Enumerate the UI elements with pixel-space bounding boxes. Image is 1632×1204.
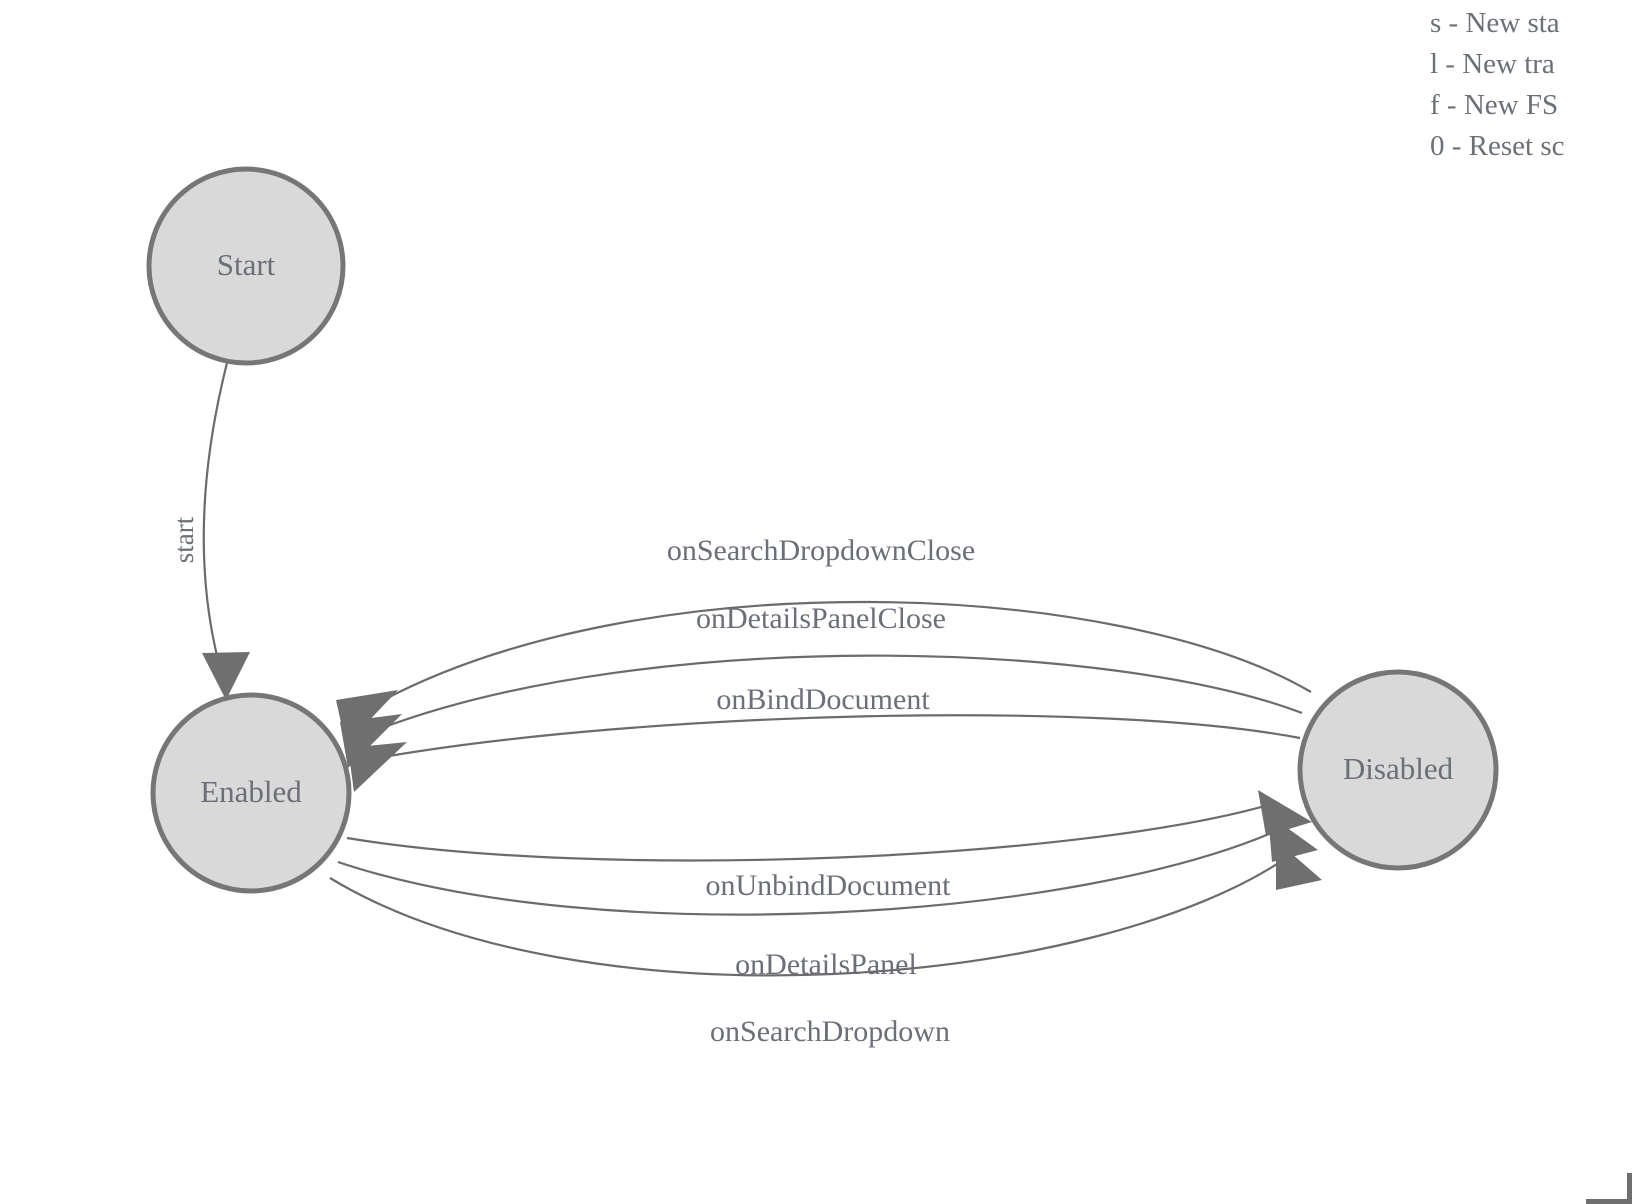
- transition-label: onDetailsPanelClose: [696, 602, 946, 635]
- transition-label: onUnbindDocument: [706, 869, 952, 902]
- arrowhead-icon: [1276, 840, 1322, 890]
- help-legend-overlay: s - New sta l - New tra f - New FS 0 - R…: [1430, 0, 1632, 167]
- transition-path: [202, 362, 229, 661]
- help-line-new-fsm: f - New FS: [1430, 89, 1559, 121]
- transition-path: [346, 802, 1273, 862]
- canvas-corner-frame: [1586, 1173, 1632, 1204]
- transition-onSearchDropdown[interactable]: onSearchDropdown: [329, 840, 1322, 1048]
- arrowhead-icon: [202, 652, 250, 700]
- transition-onUnbindDocument[interactable]: onUnbindDocument: [346, 790, 1312, 902]
- help-line-new-state: s - New sta: [1430, 7, 1560, 39]
- transition-onDetailsPanelClose[interactable]: onDetailsPanelClose: [340, 602, 1303, 768]
- arrowhead-icon: [348, 742, 407, 792]
- state-label: Start: [217, 247, 276, 282]
- transition-path: [381, 654, 1303, 730]
- state-label: Disabled: [1343, 751, 1454, 786]
- transition-onBindDocument[interactable]: onBindDocument: [348, 683, 1301, 792]
- transition-label: onSearchDropdown: [710, 1015, 950, 1048]
- state-label: Enabled: [200, 774, 302, 809]
- transition-start-to-enabled[interactable]: start: [169, 362, 250, 700]
- transition-label: onBindDocument: [716, 683, 930, 716]
- transition-label: onSearchDropdownClose: [667, 534, 975, 567]
- transition-path: [375, 600, 1312, 705]
- state-node-disabled[interactable]: Disabled: [1297, 669, 1499, 871]
- transition-path: [337, 826, 1284, 916]
- state-circle: [146, 166, 346, 366]
- state-node-enabled[interactable]: Enabled: [150, 692, 352, 894]
- transition-label-start: start: [169, 516, 199, 563]
- state-node-start[interactable]: Start: [146, 166, 346, 366]
- state-circle: [1297, 669, 1499, 871]
- transition-path: [388, 714, 1301, 758]
- transition-path: [329, 853, 1293, 977]
- state-circle: [150, 692, 352, 894]
- help-line-reset: 0 - Reset sc: [1430, 130, 1565, 162]
- help-line-new-transition: l - New tra: [1430, 48, 1555, 80]
